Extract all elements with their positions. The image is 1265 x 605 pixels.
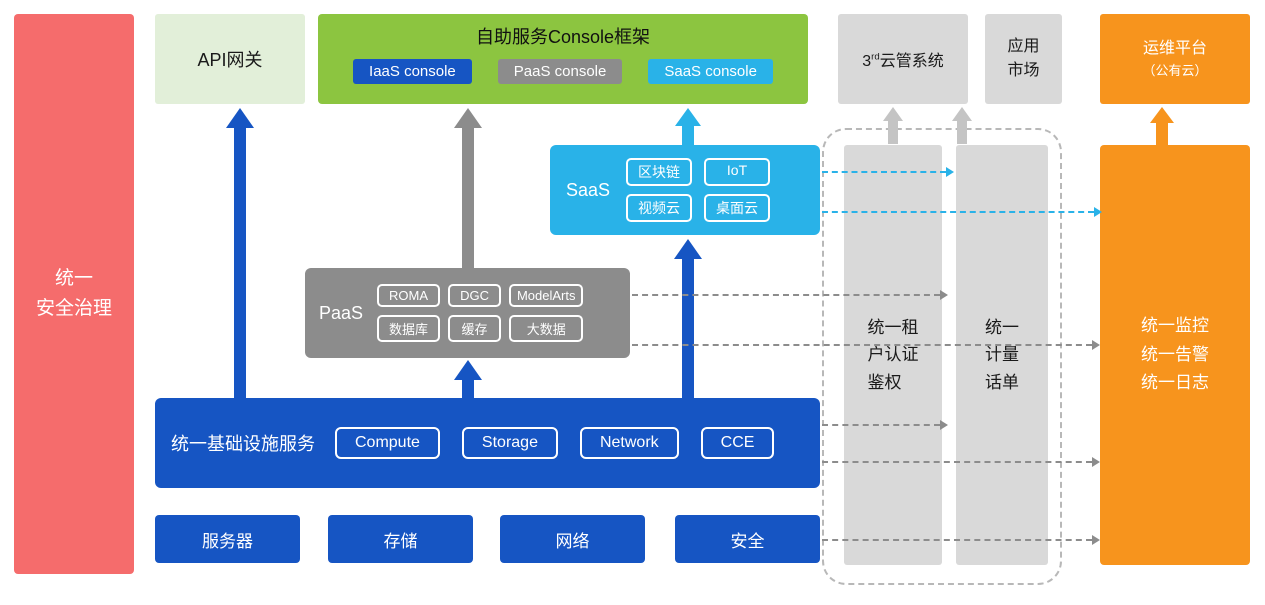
arrow-auth-to-third-party-head — [883, 107, 903, 121]
saas-box: SaaS 区块链 IoT 视频云 桌面云 — [550, 145, 820, 235]
paas-item-roma: ROMA — [377, 284, 441, 307]
shared-services-dashed-container — [822, 128, 1062, 585]
paas-box: PaaS ROMA DGC ModelArts 数据库 缓存 大数据 — [305, 268, 630, 358]
saas-item-video-cloud: 视频云 — [626, 194, 693, 222]
arrow-monitor-to-om-shaft — [1156, 122, 1168, 145]
paas-console-button: PaaS console — [497, 59, 623, 84]
infrastructure-label: 统一基础设施服务 — [171, 434, 315, 454]
monitor-bar-label: 统一监控 统一告警 统一日志 — [1141, 315, 1209, 393]
dashed-line-paas-to-billing-head — [940, 290, 948, 300]
infrastructure-items-row: Compute Storage Network CCE — [335, 427, 775, 459]
third-party-cloud-label: 3rd云管系统 — [862, 47, 943, 71]
hardware-security-label: 安全 — [730, 531, 765, 551]
console-buttons-row: IaaS console PaaS console SaaS console — [318, 59, 808, 84]
arrow-saas-to-console-shaft — [682, 125, 694, 145]
api-gateway-box: API网关 — [155, 14, 305, 104]
dashed-line-paas-to-billing — [632, 294, 940, 296]
arrow-infra-to-api-gateway-shaft — [234, 127, 246, 398]
infra-item-storage: Storage — [461, 427, 558, 459]
dashed-line-saas-to-billing — [822, 171, 946, 173]
om-platform-line1: 运维平台 — [1142, 40, 1207, 58]
arrow-billing-to-third-party-shaft — [957, 120, 967, 144]
third-party-rest: 云管系统 — [879, 53, 944, 70]
paas-label: PaaS — [319, 302, 364, 323]
billing-bar-label: 统一 计量 话单 — [985, 318, 1019, 392]
auth-bar: 统一租 户认证 鉴权 — [844, 145, 942, 565]
saas-item-iot: IoT — [704, 158, 771, 186]
paas-item-database: 数据库 — [377, 315, 441, 342]
billing-bar: 统一 计量 话单 — [956, 145, 1048, 565]
security-governance-label: 统一 安全治理 — [35, 267, 112, 319]
arrow-infra-to-saas-shaft — [682, 258, 694, 398]
arrow-paas-to-console-head — [454, 108, 482, 128]
saas-items-grid: 区块链 IoT 视频云 桌面云 — [626, 158, 771, 222]
auth-bar-label: 统一租 户认证 鉴权 — [867, 318, 919, 392]
dashed-line-infra-to-billing — [822, 424, 940, 426]
paas-item-modelarts: ModelArts — [508, 284, 584, 307]
hardware-box-server: 服务器 — [155, 515, 300, 563]
arrow-infra-to-saas-head — [674, 239, 702, 259]
arrow-monitor-to-om-head — [1150, 107, 1174, 123]
infra-item-network: Network — [579, 427, 679, 459]
console-framework-box: 自助服务Console框架 IaaS console PaaS console … — [318, 14, 808, 104]
third-party-superscript: rd — [871, 51, 880, 63]
paas-item-bigdata: 大数据 — [508, 315, 584, 342]
paas-item-dgc: DGC — [448, 284, 501, 307]
dashed-line-paas-to-monitor — [632, 344, 1092, 346]
dashed-line-hardware-to-monitor-head — [1092, 535, 1100, 545]
paas-item-cache: 缓存 — [448, 315, 501, 342]
iaas-console-button: IaaS console — [353, 59, 472, 84]
dashed-line-saas-to-billing-head — [946, 167, 954, 177]
om-platform-box: 运维平台 （公有云） — [1100, 14, 1250, 104]
dashed-line-hardware-to-monitor — [822, 539, 1092, 541]
dashed-line-paas-to-monitor-head — [1092, 340, 1100, 350]
om-platform-line2: （公有云） — [1142, 63, 1208, 79]
hardware-storage-label: 存储 — [383, 531, 418, 551]
arrow-infra-to-api-gateway-head — [226, 108, 254, 128]
monitor-bar: 统一监控 统一告警 统一日志 — [1100, 145, 1250, 565]
arrow-auth-to-third-party-shaft — [888, 120, 898, 144]
console-framework-title: 自助服务Console框架 — [475, 27, 651, 47]
third-party-cloud-box: 3rd云管系统 — [838, 14, 968, 104]
hardware-box-security: 安全 — [675, 515, 820, 563]
api-gateway-label: API网关 — [197, 50, 263, 70]
saas-label: SaaS — [566, 179, 611, 200]
arrow-infra-to-paas-head — [454, 360, 482, 380]
hardware-server-label: 服务器 — [202, 531, 253, 551]
paas-items-grid: ROMA DGC ModelArts 数据库 缓存 大数据 — [377, 284, 584, 342]
infrastructure-box: 统一基础设施服务 Compute Storage Network CCE — [155, 398, 820, 488]
dashed-line-saas-to-monitor-head — [1094, 207, 1102, 217]
dashed-line-infra-to-monitor — [822, 461, 1092, 463]
third-party-prefix: 3 — [862, 53, 872, 70]
hardware-box-network: 网络 — [500, 515, 645, 563]
arrow-billing-to-third-party-head — [952, 107, 972, 121]
saas-item-desktop-cloud: 桌面云 — [704, 194, 771, 222]
app-market-label: 应用 市场 — [1007, 38, 1040, 79]
dashed-line-infra-to-billing-head — [940, 420, 948, 430]
dashed-line-infra-to-monitor-head — [1092, 457, 1100, 467]
app-market-box: 应用 市场 — [985, 14, 1062, 104]
arrow-paas-to-console-shaft — [462, 127, 474, 268]
arrow-infra-to-paas-shaft — [462, 379, 474, 398]
om-platform-label: 运维平台 （公有云） — [1142, 37, 1207, 81]
infra-item-compute: Compute — [335, 427, 440, 459]
saas-console-button: SaaS console — [648, 59, 773, 84]
arrow-saas-to-console-head — [675, 108, 701, 126]
security-governance-bar: 统一 安全治理 — [14, 14, 134, 574]
dashed-line-saas-to-monitor — [822, 211, 1094, 213]
hardware-network-label: 网络 — [555, 531, 590, 551]
hardware-box-storage: 存储 — [328, 515, 473, 563]
infra-item-cce: CCE — [700, 427, 775, 459]
saas-item-blockchain: 区块链 — [626, 158, 693, 186]
